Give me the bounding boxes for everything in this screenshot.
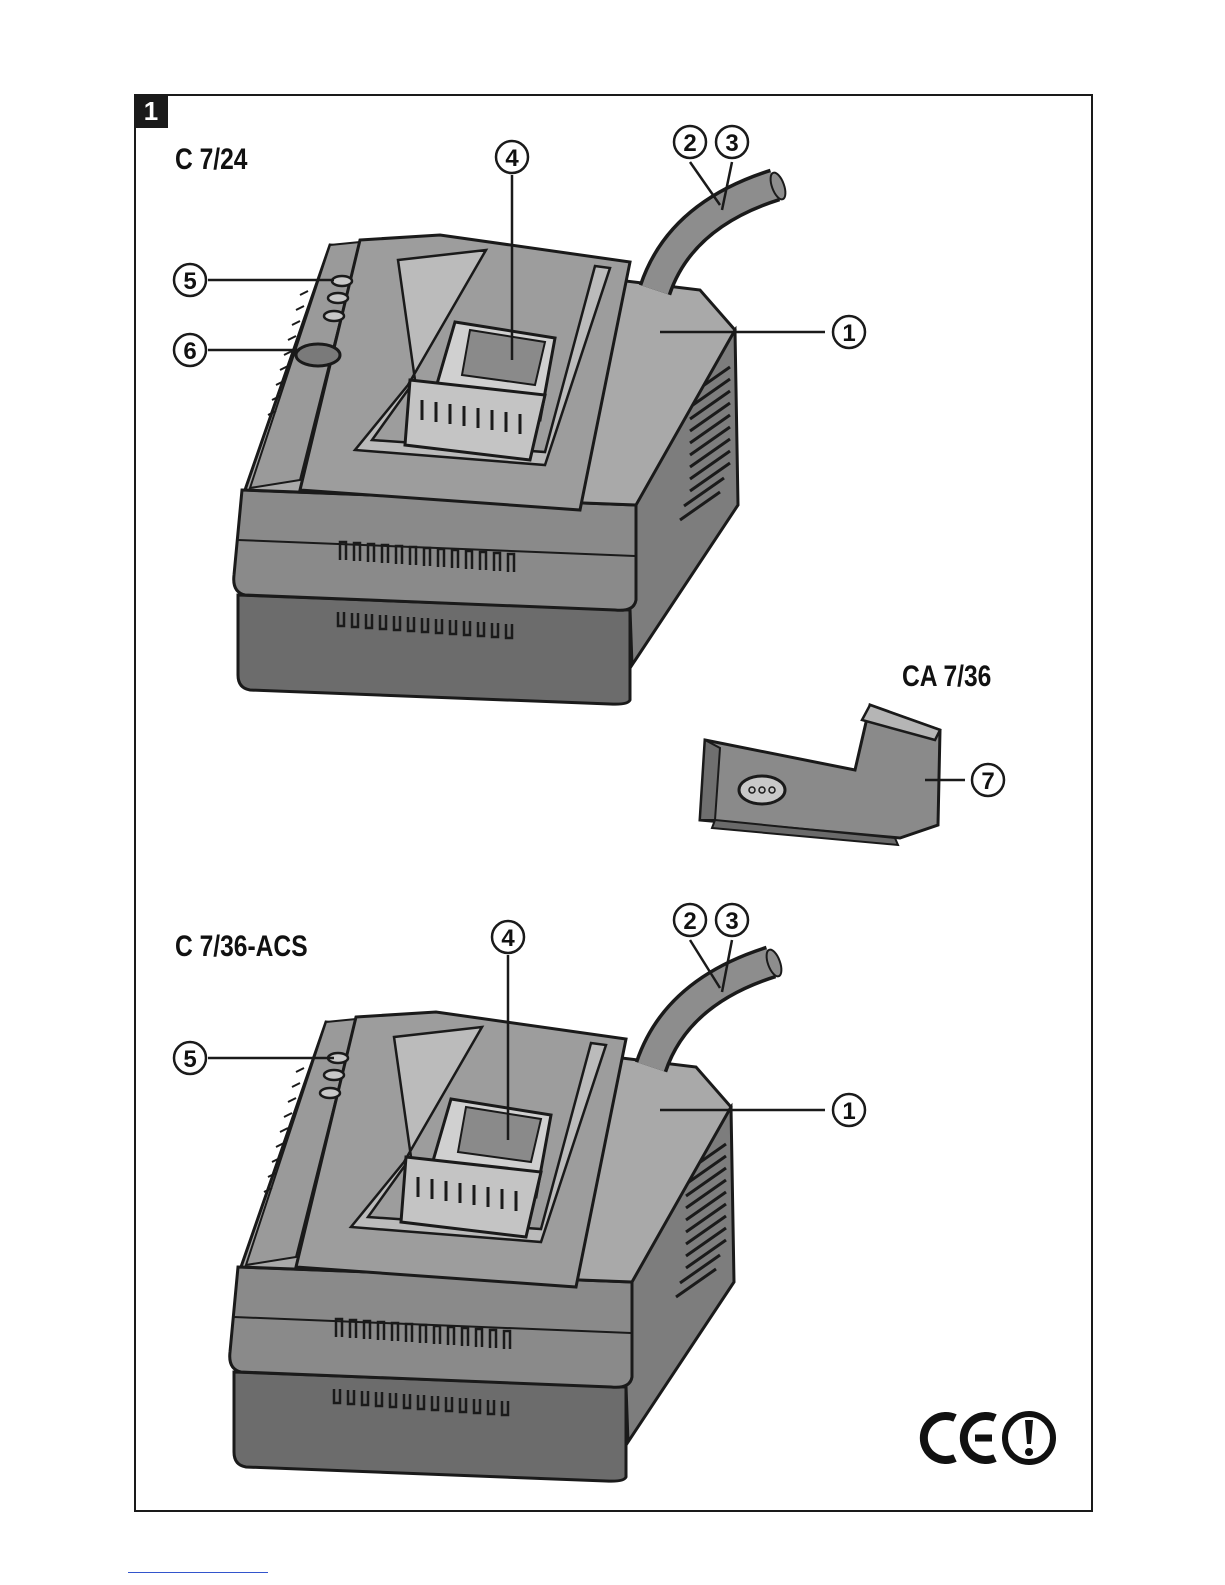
callout-top-4: 4: [505, 145, 519, 172]
alert-icon: [1005, 1414, 1053, 1462]
footer-rule: [128, 1572, 268, 1573]
callout-top-2: 2: [683, 130, 696, 157]
charger-button-6: [296, 344, 340, 366]
callout-top-6: 6: [183, 338, 196, 365]
callout-bottom-1: 1: [842, 1098, 855, 1125]
callout-adapter-7: 7: [981, 768, 994, 795]
callout-bottom-3: 3: [725, 908, 738, 935]
callout-bottom-4: 4: [501, 925, 515, 952]
ce-mark: [924, 1416, 995, 1460]
callout-top-5: 5: [183, 268, 196, 295]
callout-top-1: 1: [842, 320, 855, 347]
callout-bottom-2: 2: [683, 908, 696, 935]
callout-top-3: 3: [725, 130, 738, 157]
adapter-ca736-illustration: [700, 705, 940, 845]
callout-bottom-5: 5: [183, 1046, 196, 1073]
